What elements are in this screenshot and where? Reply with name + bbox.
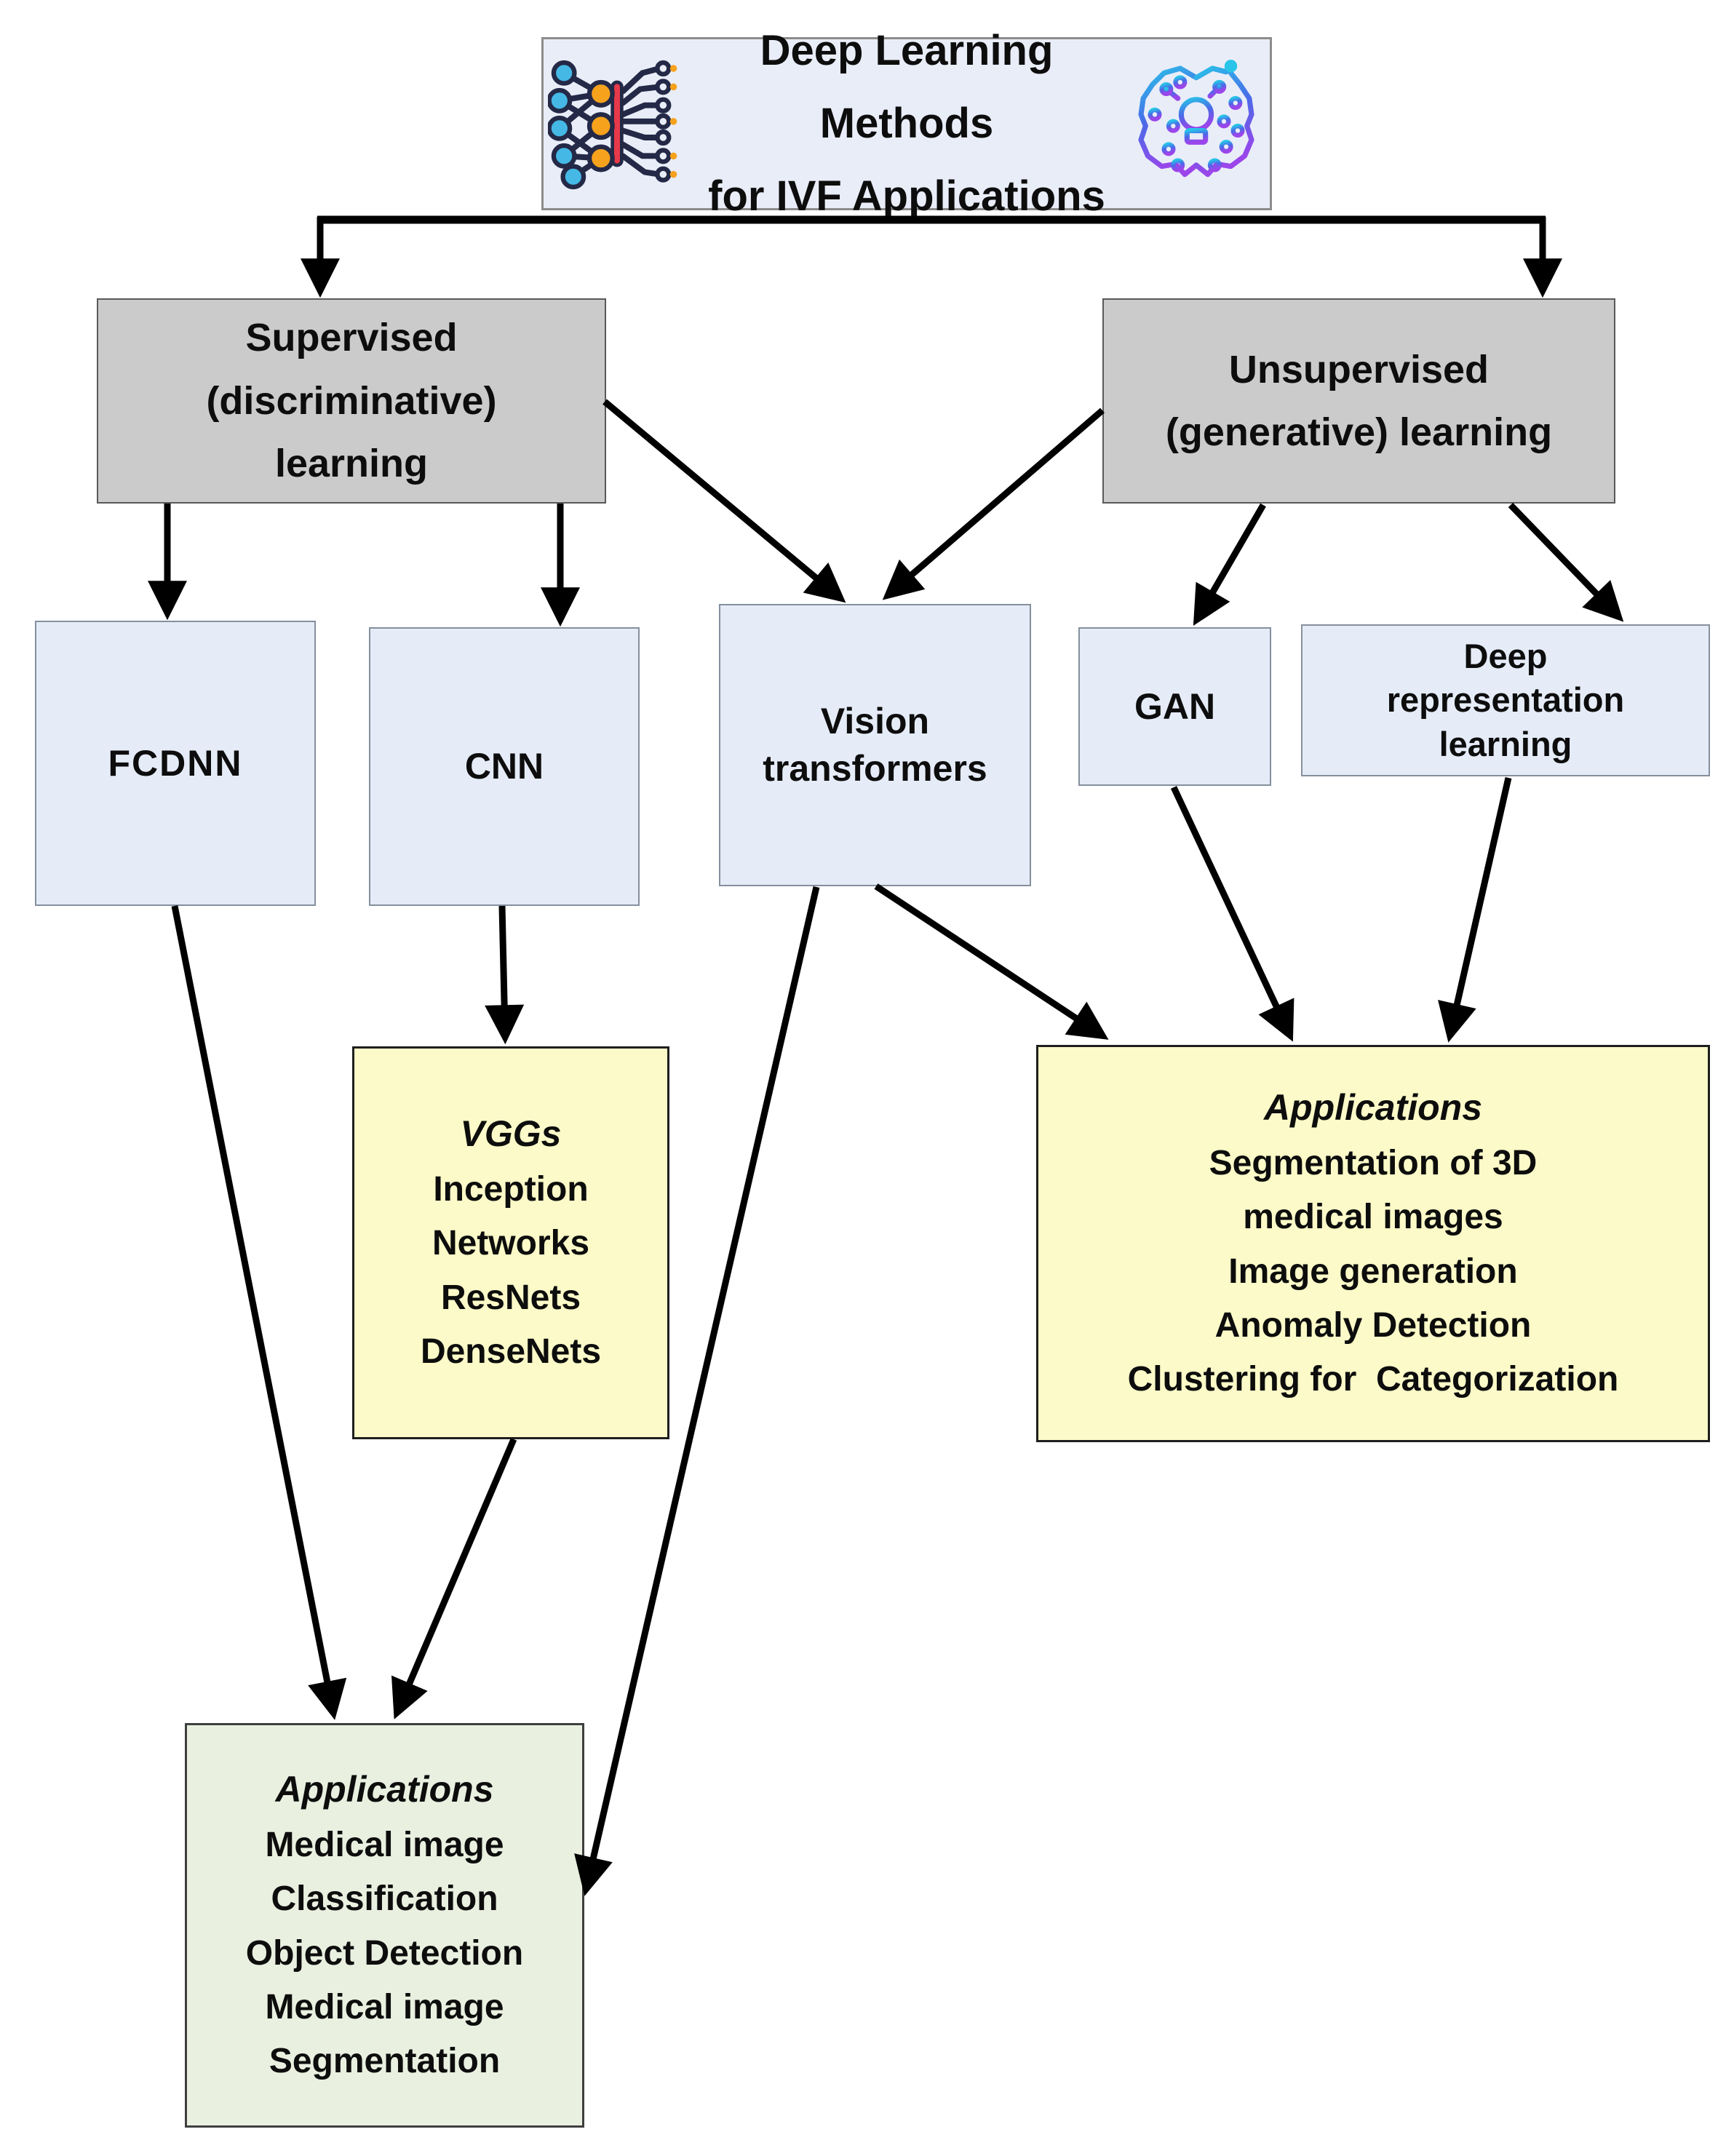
box-generative-applications: Applications Segmentation of 3D medical … xyxy=(1036,1045,1710,1442)
node-vision-transformers: Vision transformers xyxy=(719,604,1031,886)
cnn-architectures-list: Inception Networks ResNets DenseNets xyxy=(420,1169,602,1372)
discriminative-applications-list: Medical image Classification Object Dete… xyxy=(245,1825,524,2081)
box-cnn-architectures: VGGs Inception Networks ResNets DenseNet… xyxy=(352,1046,669,1439)
page-title: Deep Learning Methods for IVF Applicatio… xyxy=(708,27,1105,220)
node-deep-representation-learning: Deep representation learning xyxy=(1301,624,1710,776)
branch-supervised-learning: Supervised (discriminative) learning xyxy=(97,298,606,504)
discriminative-applications-heading: Applications xyxy=(275,1769,494,1810)
generative-applications-heading: Applications xyxy=(1263,1087,1483,1129)
branch-unsupervised-learning: Unsupervised (generative) learning xyxy=(1102,298,1615,504)
node-cnn: CNN xyxy=(369,627,640,906)
generative-applications-list: Segmentation of 3D medical images Image … xyxy=(1127,1143,1619,1399)
node-fcdnn: FCDNN xyxy=(35,621,316,906)
neural-network-icon xyxy=(546,55,686,193)
title-box: Deep Learning Methods for IVF Applicatio… xyxy=(541,27,1272,220)
node-gan: GAN xyxy=(1078,627,1271,786)
brain-circuit-icon xyxy=(1127,55,1265,193)
cnn-architectures-heading: VGGs xyxy=(460,1113,562,1155)
box-discriminative-applications: Applications Medical image Classificatio… xyxy=(185,1723,584,2128)
